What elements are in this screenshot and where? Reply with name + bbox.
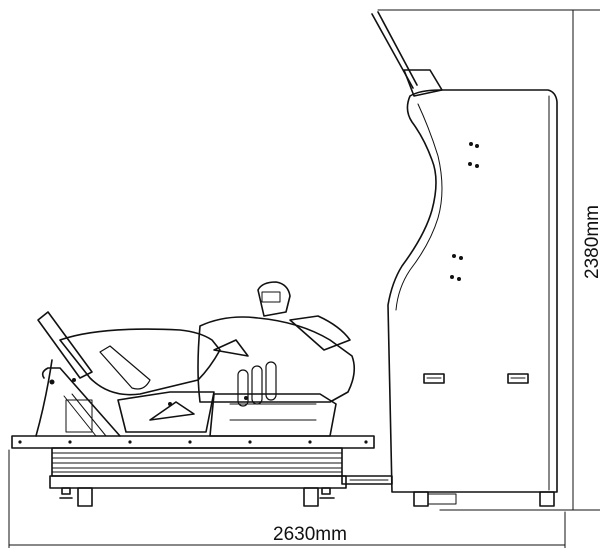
cabinet-handle-right (507, 373, 529, 384)
front-panel (65, 399, 93, 433)
side-badge-triangle (213, 339, 249, 357)
height-dimension-label: 2380mm (582, 205, 600, 279)
rear-frame (209, 393, 337, 437)
fuel-tank (59, 328, 221, 396)
cabinet-foot-left (413, 491, 429, 507)
handlebar-grip (37, 311, 93, 379)
chassis-panel (117, 391, 215, 433)
bolt-markers (49, 378, 248, 406)
front-support (35, 359, 53, 437)
cabinet-screen-frame (371, 11, 418, 89)
speaker-grille-lower (450, 254, 463, 281)
seat-body (197, 316, 356, 403)
platform-caster-left (59, 487, 93, 507)
side-vents (237, 361, 277, 407)
speaker-grille-upper (468, 142, 479, 168)
platform-caster-right (303, 487, 335, 507)
motorcycle-seat (35, 281, 356, 437)
controller-icon (257, 281, 291, 317)
chassis-triangle (149, 401, 195, 421)
width-dimension (8, 449, 566, 549)
tank-accent (99, 345, 151, 390)
connector-rail (341, 475, 393, 485)
cabinet-front-contour (395, 103, 443, 311)
front-fork (41, 367, 121, 437)
cabinet-body (387, 89, 558, 493)
platform-frame (49, 475, 347, 489)
cabinet-foot-right (539, 491, 555, 507)
tail-piece (289, 315, 351, 351)
arcade-cabinet (371, 11, 561, 511)
cabinet-handle-left (423, 373, 445, 384)
platform-deck (11, 435, 375, 449)
bellows-pleats (51, 452, 343, 473)
width-dimension-label: 2630mm (273, 524, 347, 545)
base-platform (11, 435, 375, 507)
